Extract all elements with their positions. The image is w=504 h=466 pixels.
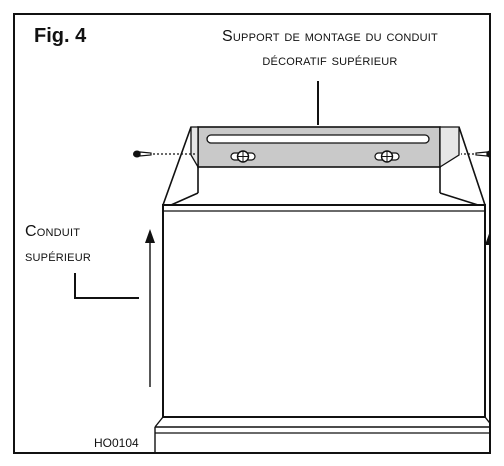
keyhole-slot-right: [374, 150, 400, 163]
slide-arrow-left: [145, 229, 155, 387]
reference-code: HO0104: [94, 436, 139, 450]
bracket-callout-line2: décoratif supérieur: [262, 52, 398, 69]
screw-left: [133, 150, 195, 158]
screw-right: [461, 150, 489, 158]
keyhole-slot-left: [230, 150, 256, 163]
figure-frame: Fig. 4 Support de montage du conduit déc…: [13, 13, 491, 454]
figure-label: Fig. 4: [34, 25, 87, 47]
mounting-bracket: [190, 126, 460, 170]
lower-duct: [154, 204, 489, 452]
duct-callout-line2: supérieur: [25, 248, 91, 265]
duct-diagram: [74, 81, 489, 452]
bracket-callout-line1: Support de montage du conduit: [222, 28, 438, 45]
slide-arrow-right: [485, 233, 489, 245]
duct-callout-line1: Conduit: [25, 223, 81, 240]
duct-callout-leader: [74, 273, 139, 299]
